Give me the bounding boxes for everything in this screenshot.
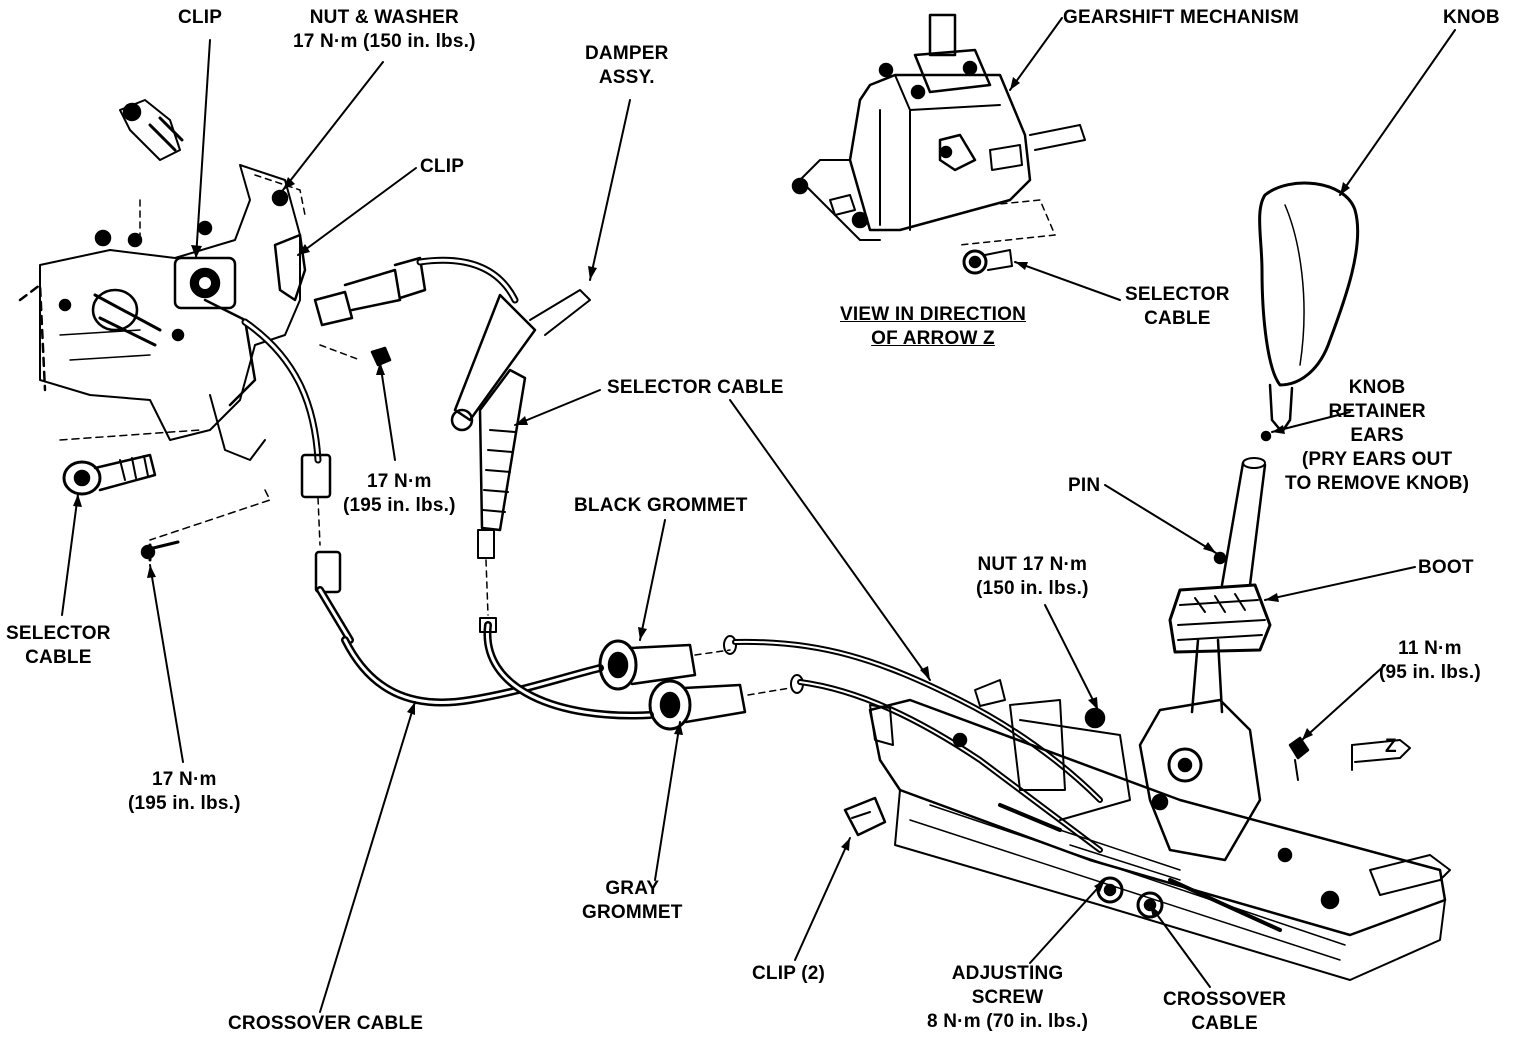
damper-assembly bbox=[313, 256, 591, 616]
label-nut-and-washer: NUT & WASHER 17 N·m (150 in. lbs.) bbox=[293, 7, 476, 52]
label-torque-11: 11 N·m (95 in. lbs.) bbox=[1379, 638, 1481, 683]
label-knob-retainer-ears: KNOB RETAINER EARS (PRY EARS OUT TO REMO… bbox=[1285, 377, 1470, 494]
label-boot: BOOT bbox=[1418, 557, 1474, 578]
leader-arrowheads bbox=[73, 77, 1350, 918]
shifter-base bbox=[843, 181, 1451, 981]
label-pin: PIN bbox=[1068, 475, 1101, 496]
label-clip-top: CLIP bbox=[178, 7, 223, 28]
label-adjusting-screw: ADJUSTING SCREW 8 N·m (70 in. lbs.) bbox=[927, 963, 1089, 1032]
label-gray-grommet: GRAY GROMMET bbox=[582, 878, 683, 923]
transaxle-shift-assembly bbox=[18, 99, 392, 562]
label-arrow-z: Z bbox=[1385, 736, 1397, 757]
label-torque-195-lower: 17 N·m (195 in. lbs.) bbox=[128, 769, 241, 814]
label-black-grommet: BLACK GROMMET bbox=[574, 495, 748, 516]
label-selector-cable-center: SELECTOR CABLE bbox=[607, 377, 784, 398]
cables-to-console bbox=[732, 638, 1103, 853]
gearshift-mechanism-view bbox=[791, 13, 1086, 275]
label-clip-mid: CLIP bbox=[420, 156, 465, 177]
label-crossover-cable-bottom: CROSSOVER CABLE bbox=[228, 1013, 424, 1034]
label-torque-195-upper: 17 N·m (195 in. lbs.) bbox=[343, 471, 456, 516]
label-knob: KNOB bbox=[1443, 7, 1500, 28]
label-view-direction-arrow-z: VIEW IN DIRECTION OF ARROW Z bbox=[840, 304, 1027, 349]
grommets bbox=[598, 635, 804, 731]
leader-lines bbox=[61, 17, 1456, 1013]
pin-part bbox=[1213, 551, 1227, 565]
label-gearshift-mechanism: GEARSHIFT MECHANISM bbox=[1063, 7, 1300, 28]
selector-cable-main bbox=[479, 617, 654, 720]
label-selector-cable-top: SELECTOR CABLE bbox=[1125, 284, 1230, 329]
nut-and-washer-part bbox=[271, 189, 289, 207]
label-crossover-cable-right: CROSSOVER CABLE bbox=[1163, 989, 1287, 1034]
label-nut-17: NUT 17 N·m (150 in. lbs.) bbox=[976, 554, 1089, 599]
label-selector-cable-left: SELECTOR CABLE bbox=[6, 623, 111, 668]
crossover-cable-main bbox=[314, 550, 604, 707]
selector-cable-upper bbox=[241, 318, 332, 546]
label-clip-2: CLIP (2) bbox=[752, 963, 826, 984]
label-damper-assy: DAMPER ASSY. bbox=[585, 43, 669, 88]
